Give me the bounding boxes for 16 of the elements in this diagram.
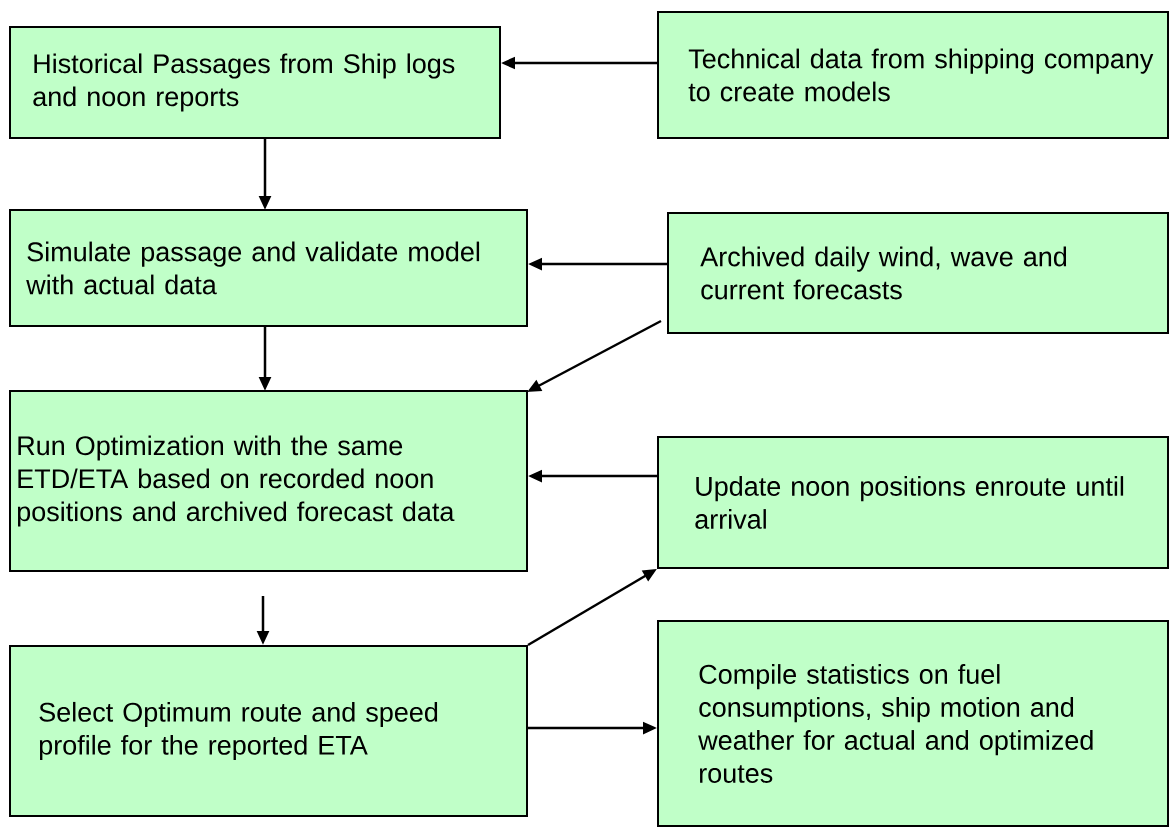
node-label: Archived daily wind, wave and current forecasts [700,246,1067,300]
node-label: Compile statistics on fuel consumptions, ship motion and weather for actual and optimized routes [698,664,1093,783]
process-box [667,212,1169,334]
process-box [657,436,1169,569]
process-box [9,209,528,327]
node-label: Historical Passages from Ship logs and noon reports [33,53,455,112]
process-box [9,26,501,139]
node-label: Update noon positions enroute until arrival [695,476,1124,529]
process-box [657,11,1169,139]
process-box [9,390,528,572]
node-label: Simulate passage and validate model with actual data [26,241,480,295]
process-box [657,620,1169,827]
node-label: Technical data from shipping company to create models [688,48,1154,102]
node-label: Run Optimization with the same ETD/ETA based on recorded noon positions and archived forecast data [17,435,455,527]
process-box [9,645,528,817]
node-label: Select Optimum route and speed profile for the reported ETA [39,701,438,761]
